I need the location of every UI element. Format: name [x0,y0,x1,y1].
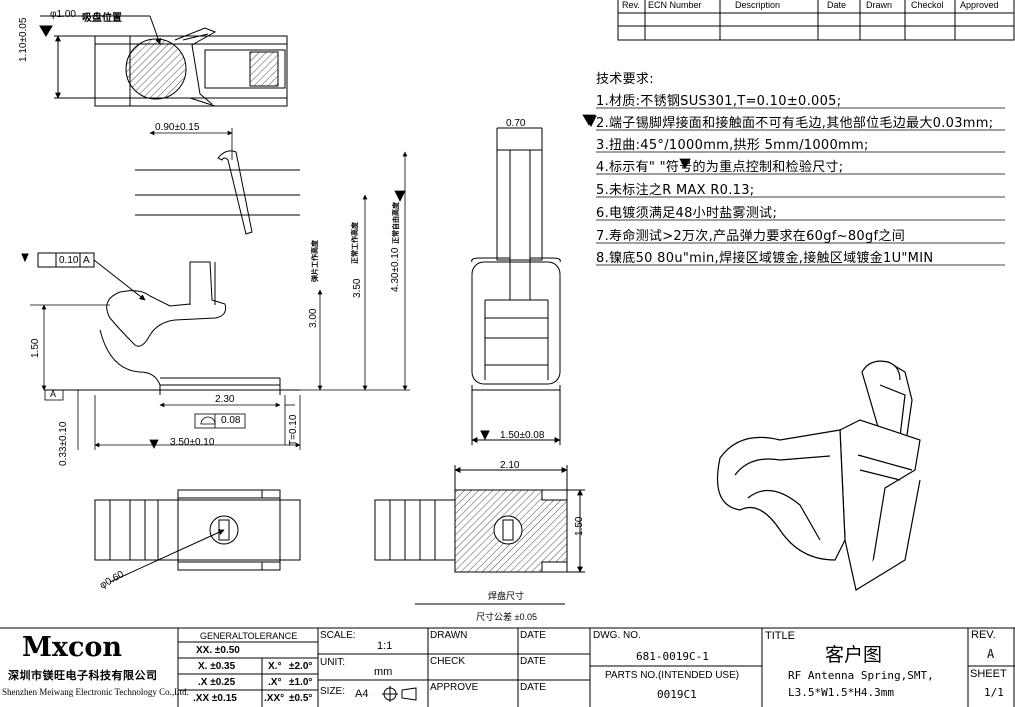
rev-header-rev: Rev. [622,0,640,10]
title-cn: 客户图 [825,644,883,666]
bottom-view [94,489,301,583]
dim-350: 3.50 [352,278,363,298]
dim-210: 2.10 [500,460,520,471]
dim-350w: 3.50±0.10 [170,437,215,448]
dim-033: 0.33±0.10 [58,421,69,466]
rev-header-description: Description [735,0,781,10]
label-free-height: 正常自由高度 [392,202,400,244]
size-label: SIZE: [320,686,346,697]
label-working-height: 弹片工作高度 [311,240,319,282]
rev-value: A [987,647,995,661]
rev-label: REV. [971,629,996,641]
parts-no-value: 0019C1 [657,688,697,701]
dim-phi100: φ1.00 [50,9,76,20]
tol-value-010: 0.10 [59,255,79,266]
dim-150r: 1.50 [574,516,585,536]
suction-label: 吸盘位置 [82,13,122,24]
requirement-item: 3.扭曲:45°/1000mm,拱形 5mm/1000mm; [596,138,869,153]
requirement-item: 2.端子锡脚焊接面和接触面不可有毛边,其他部位毛边最大0.03mm; [596,116,994,131]
tol-row-2-ang: X.° [268,661,282,672]
approve-date-label: DATE [520,682,546,693]
tol-row-4-val: ±0.5° [289,693,313,704]
unit-label: UNIT: [320,657,345,668]
title-en-line2: L3.5*W1.5*H4.3mm [788,686,894,699]
top-view-suction [39,15,288,107]
check-date-label: DATE [520,656,546,667]
scale-label: SCALE: [320,630,356,641]
tol-row-2-val: ±2.0° [289,661,313,672]
tol-row-1: XX. ±0.50 [196,645,240,656]
dim-230: 2.30 [215,394,235,405]
dim-070: 0.70 [506,118,526,129]
scale-value: 1:1 [377,640,393,652]
rev-header-drawn: Drawn [866,0,893,10]
dim-t010: T=0.10 [288,414,299,446]
dwg-no-value: 681-0019C-1 [636,650,709,663]
tol-datum-a: A [83,255,90,266]
sheet-value: 1/1 [984,686,1004,699]
tol-row-4-ang: .XX° [264,693,285,704]
requirements-title: 技术要求: [596,72,654,87]
company-name-en: Shenzhen Meiwang Electronic Technology C… [2,687,189,697]
requirement-item: 6.电镀须满足48小时盐雾测试; [596,206,778,221]
dim-110: 1.10±0.05 [18,17,29,62]
company-name-cn: 深圳市镁旺电子科技有限公司 [8,669,158,682]
tol-row-4: .XX ±0.15 [193,693,237,704]
title-label: TITLE [765,630,795,642]
dwg-no-label: DWG. NO. [593,630,641,641]
size-value: A4 [355,688,369,700]
unit-value: mm [374,666,393,678]
requirement-item: 4.标示有" "符号的为重点控制和检验尺寸; [596,160,844,175]
parts-no-label: PARTS NO.(INTENDED USE) [605,670,740,681]
pad-view [374,465,585,605]
company-logo: Mxcon [22,632,123,663]
dim-008: 0.08 [221,415,241,426]
rev-header-checked: Checkol [911,0,944,10]
drawn-date-label: DATE [520,630,546,641]
title-block-grid [0,627,1015,707]
tol-row-3: .X ±0.25 [198,677,236,688]
pad-tolerance-label: 尺寸公差 ±0.05 [476,612,537,622]
revision-table [617,0,1015,41]
datum-a-label: A [50,389,57,399]
check-label: CHECK [430,656,466,667]
label-normal-height: 正常工作高度 [351,222,359,264]
side-view [471,115,597,445]
parallelism-frame [21,252,146,301]
tol-row-3-ang: .X° [268,677,282,688]
isometric-view [716,360,921,592]
dim-430: 4.30±0.10 [390,247,401,292]
front-view [44,150,300,395]
requirement-item: 5.未标注之R MAX R0.13; [596,183,755,198]
pad-size-label: 焊盘尺寸 [488,591,525,601]
tol-row-2: X. ±0.35 [198,661,236,672]
rev-header-ecn: ECN Number [648,0,702,10]
tol-row-3-val: ±1.0° [289,677,313,688]
requirement-item: 8.镍底50 80u"min,焊接区域镀金,接触区域镀金1U"MIN [596,251,934,266]
title-en-line1: RF Antenna Spring,SMT, [788,669,934,682]
dim-300: 3.00 [308,308,319,328]
drawn-label: DRAWN [430,630,468,641]
dim-150-left: 1.50 [30,338,41,358]
approve-label: APPROVE [430,682,479,693]
dim-150w: 1.50±0.08 [500,430,545,441]
rev-header-approved: Approved [960,0,999,10]
sheet-label: SHEET [970,668,1007,680]
tolerance-header: GENERALTOLERANCE [200,631,298,641]
requirement-lines [582,107,1005,266]
requirement-item: 7.寿命测试>2万次,产品弹力要求在60gf~80gf之间 [596,229,906,244]
requirement-item: 1.材质:不锈钢SUS301,T=0.10±0.005; [596,94,842,109]
dim-090: 0.90±0.15 [155,122,200,133]
dim-090 [149,128,233,160]
front-view-dims [30,151,410,450]
rev-header-date: Date [827,0,847,10]
